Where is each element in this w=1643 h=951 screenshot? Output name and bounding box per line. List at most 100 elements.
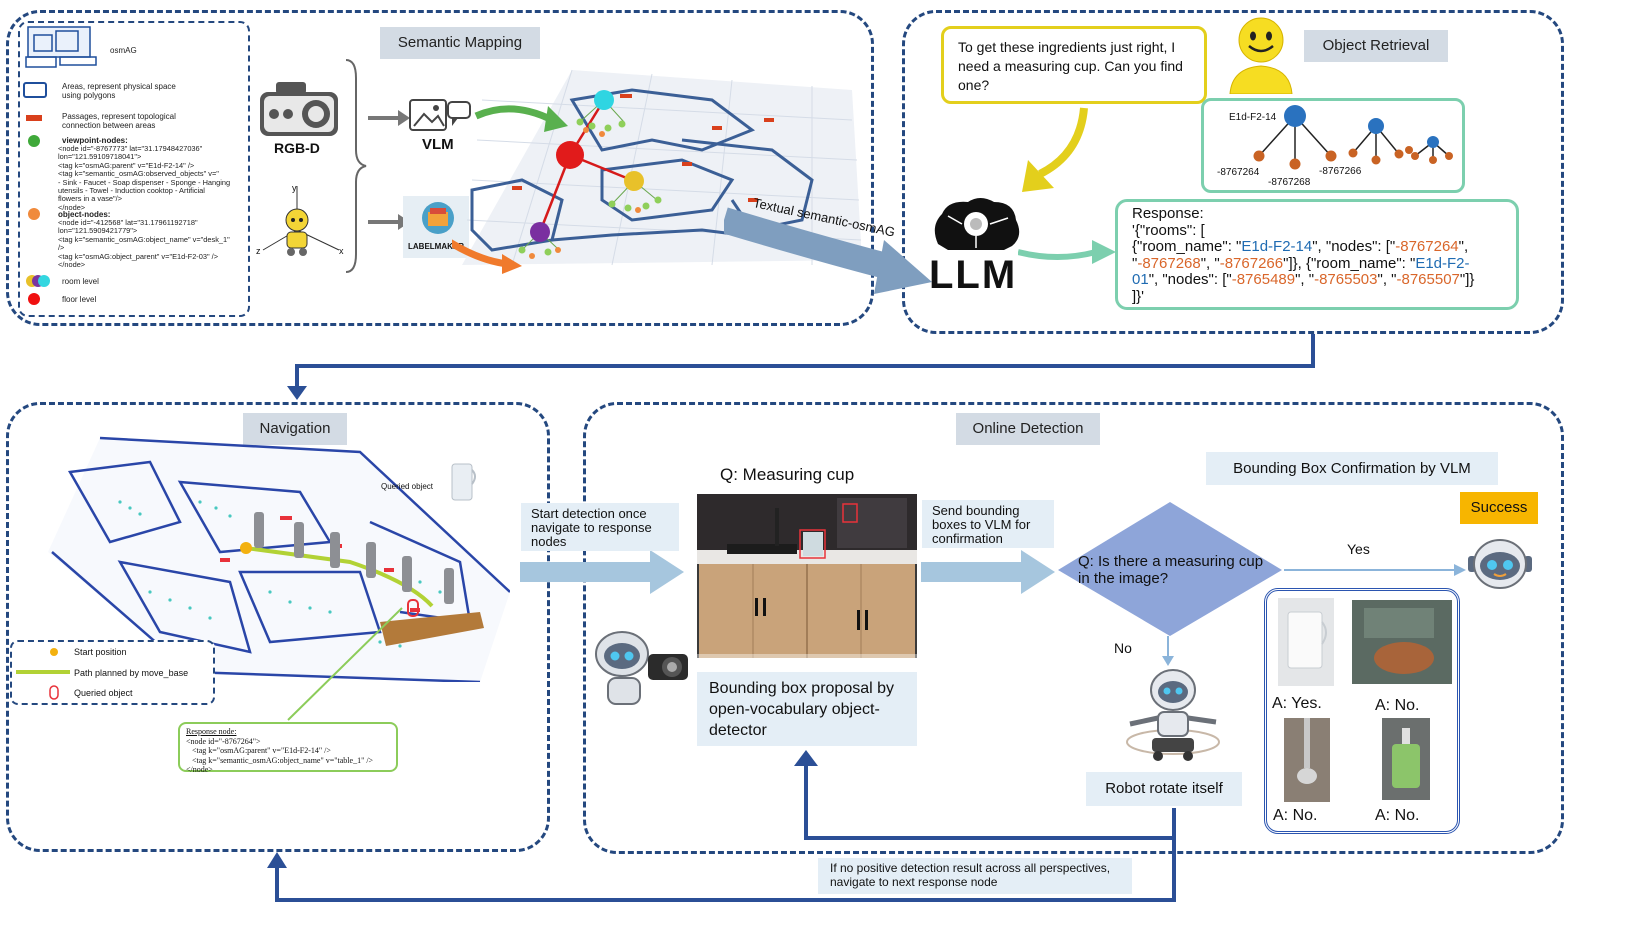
room-node-cyan	[594, 90, 614, 110]
tree-leaf-label-2: -8767268	[1268, 177, 1311, 188]
response-node-pointer	[287, 607, 403, 721]
legend-queried-object: Queried object	[74, 688, 133, 698]
axis-x-label: x	[339, 246, 344, 256]
response-text: {"room_name": "	[1132, 238, 1242, 255]
crop-answer-4: A: No.	[1375, 807, 1420, 824]
response-node-id: -8765489	[1231, 271, 1296, 288]
proposal-note: Bounding box proposal by open-vocabulary…	[697, 672, 917, 746]
success-badge: Success	[1460, 492, 1538, 524]
vlm-question-text: Q: Is there a measuring cup in the image…	[1078, 553, 1264, 587]
user-query-bubble: To get these ingredients just right, I n…	[941, 26, 1207, 104]
navigation-title: Navigation	[243, 413, 347, 445]
axis-z-label: z	[256, 246, 261, 256]
retrieval-tree	[1253, 105, 1453, 170]
response-line: "-8767268", "-8767266"]}, {"room_name": …	[1132, 254, 1502, 273]
response-title: Response:	[1132, 205, 1204, 222]
legend-areas: Areas, represent physical space using po…	[62, 82, 176, 100]
robot-axes-icon	[262, 186, 340, 256]
area-icon	[23, 82, 47, 98]
response-node-id: -8767268	[1137, 254, 1201, 272]
detection-bbox	[799, 529, 826, 559]
send-boxes-note: Send bounding boxes to VLM for confirmat…	[922, 500, 1054, 548]
vlm-label: VLM	[422, 136, 454, 153]
response-text: ", "nodes": ["	[1312, 238, 1396, 255]
retrieval-tree-box	[1201, 98, 1465, 193]
no-arrow	[1162, 636, 1174, 666]
response-node-id: -8767266	[1219, 254, 1284, 272]
passage-icon	[26, 115, 42, 121]
response-node-id: -8765507	[1396, 271, 1460, 288]
detection-to-vlm-arrow	[921, 550, 1055, 594]
navigation-legend-icons	[16, 648, 70, 700]
llm-brain-icon	[934, 198, 1020, 250]
response-node-title: Response node:	[186, 727, 237, 736]
start-position-marker	[240, 542, 252, 554]
online-detection-panel	[583, 402, 1564, 854]
crop-answer-3: A: No.	[1273, 807, 1318, 824]
response-node-line-2: <tag k="osmAG:parent" v="E1d-F2-14" />	[192, 746, 331, 755]
response-line: 01", "nodes": ["-8765489", "-8765503", "…	[1132, 271, 1502, 289]
robot-rotate-note: Robot rotate itself	[1086, 772, 1242, 806]
legend-object-title: object-nodes:	[58, 210, 111, 219]
textual-semantic-arrow	[724, 207, 932, 294]
legend-viewpoint-code: <node id="-8767773" lat="31.17948427036"…	[58, 144, 231, 212]
response-text: "]}	[1459, 271, 1475, 288]
response-line: {"room_name": "E1d-F2-14", "nodes": ["-8…	[1132, 238, 1502, 256]
legend-passages: Passages, represent topological connecti…	[62, 112, 176, 130]
object-retrieval-title: Object Retrieval	[1304, 30, 1448, 62]
queried-object-cup-icon	[451, 463, 476, 501]
object-node-icon	[28, 208, 40, 220]
legend-viewpoint-title: viewpoint-nodes:	[62, 136, 128, 145]
labelmaker-label: LABELMAKER	[408, 242, 464, 251]
start-detection-note: Start detection once navigate to respons…	[521, 503, 679, 551]
semantic-osmag-map	[452, 69, 862, 274]
legend-path-planned: Path planned by move_base	[74, 668, 189, 678]
osmag-legend-graphics	[23, 26, 97, 305]
kitchen-detection-image	[697, 494, 917, 658]
success-robot-icon	[1468, 539, 1532, 589]
legend-start-position: Start position	[74, 647, 127, 657]
queried-object-marker	[407, 599, 419, 617]
queried-object-label: Queried object	[381, 482, 434, 491]
response-node-id: -8765503	[1314, 271, 1378, 288]
legend-room-level: room level	[62, 277, 99, 286]
response-room-name: 01	[1132, 271, 1149, 288]
crop-answer-1: A: Yes.	[1272, 695, 1322, 712]
osmag-legend-box	[18, 21, 250, 317]
floor-level-icon	[28, 293, 40, 305]
llm-response-box: Response: '{"rooms": [{"room_name": "E1d…	[1115, 199, 1519, 310]
rgbd-label: RGB-D	[274, 140, 320, 156]
response-text: ", "	[1200, 254, 1220, 272]
response-json: '{"rooms": [{"room_name": "E1d-F2-14", "…	[1132, 221, 1502, 306]
crop-results-images	[1278, 598, 1452, 802]
camera-robot-icon	[595, 631, 688, 705]
rotating-robot-icon	[1126, 669, 1220, 761]
response-room-name: E1d-F2-	[1415, 254, 1470, 272]
vlm-icon	[409, 99, 471, 131]
response-text: ]}'	[1132, 287, 1145, 305]
floor-level-node	[556, 141, 584, 169]
tree-leaf-label-1: -8767264	[1217, 167, 1260, 178]
response-line: '{"rooms": [	[1132, 221, 1502, 240]
response-text: '{"rooms": [	[1132, 221, 1205, 239]
response-node-line-4: </node>	[186, 765, 213, 774]
crop-answer-2: A: No.	[1375, 697, 1420, 714]
rgbd-camera-icon	[260, 82, 338, 136]
input-brace	[345, 59, 410, 273]
response-text: ", "	[1377, 271, 1397, 288]
response-text: "]}, {"room_name": "	[1283, 254, 1416, 272]
online-detection-title: Online Detection	[956, 413, 1100, 445]
axis-y-label: y	[292, 183, 297, 193]
object-retrieval-panel	[902, 10, 1564, 334]
tree-root-label: E1d-F2-14	[1229, 112, 1277, 123]
response-room-name: E1d-F2-14	[1241, 238, 1313, 255]
vlm-question-diamond	[1058, 502, 1282, 636]
viewpoint-node-icon	[28, 135, 40, 147]
yes-arrow	[1284, 564, 1466, 576]
legend-floor-level: floor level	[62, 295, 97, 304]
semantic-mapping-title: Semantic Mapping	[380, 27, 540, 59]
response-node-id: -8767264	[1395, 238, 1459, 255]
room-node-yellow	[624, 171, 644, 191]
tree-leaf-label-3: -8767266	[1319, 166, 1362, 177]
